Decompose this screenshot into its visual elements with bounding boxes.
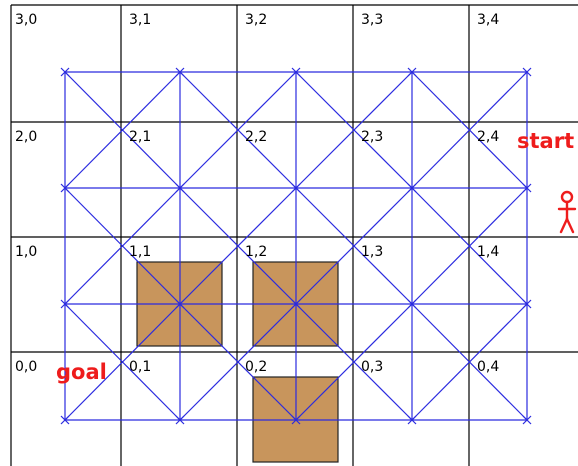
graph-node-3-1b [175, 415, 185, 425]
cell-label-2-2: 2,2 [245, 129, 267, 145]
graph-node-0-3b [407, 67, 417, 77]
graph-edge-d-2-0b [64, 303, 181, 421]
graph-node-2-4b [522, 299, 532, 309]
graph-edge-d-2-1b [179, 303, 297, 421]
graph-edge-d-1-0b [64, 187, 181, 305]
graph-nodes [60, 67, 532, 425]
graph-node-2-0b [60, 299, 70, 309]
cell-label-3-4: 3,4 [477, 12, 499, 28]
cell-label-0-1: 0,1 [129, 359, 151, 375]
graph-node-1-0b [60, 183, 70, 193]
cell-label-2-3: 2,3 [361, 129, 383, 145]
cell-label-2-1: 2,1 [129, 129, 151, 145]
graph-edge-d-2-2b [295, 303, 413, 421]
cell-label-0-4: 0,4 [477, 359, 499, 375]
grid-lines [10, 4, 578, 466]
graph-edge-d-1-2b [295, 187, 413, 305]
cell-label-1-2: 1,2 [245, 244, 267, 260]
graph-node-1-4b [522, 183, 532, 193]
cell-label-2-4: 2,4 [477, 129, 499, 145]
cell-label-1-0: 1,0 [15, 244, 37, 260]
goal-label: goal [56, 360, 107, 384]
cell-label-0-3: 0,3 [361, 359, 383, 375]
cell-label-3-2: 3,2 [245, 12, 267, 28]
graph-node-3-0b [60, 415, 70, 425]
graph-edge-d-0-2b [295, 71, 413, 189]
graph-node-3-4b [522, 415, 532, 425]
cell-label-3-0: 3,0 [15, 12, 37, 28]
graph-node-1-2b [291, 183, 301, 193]
cell-label-1-3: 1,3 [361, 244, 383, 260]
cell-labels: 3,0 3,1 3,2 3,3 3,4 2,0 2,1 2,2 2,3 2,4 … [15, 12, 499, 375]
graph-node-0-0b [60, 67, 70, 77]
graph-node-0-2b [291, 67, 301, 77]
graph-node-0-4b [522, 67, 532, 77]
cell-label-3-1: 3,1 [129, 12, 151, 28]
start-label: start [517, 129, 574, 153]
cell-label-1-1: 1,1 [129, 244, 151, 260]
graph-node-3-3b [407, 415, 417, 425]
graph-edge-d-1-3b [411, 187, 528, 305]
graph-edge-d-2-3b [411, 303, 528, 421]
graph-node-0-1b [175, 67, 185, 77]
graph-edge-d-0-0b [64, 71, 181, 189]
graph-node-2-1b [175, 299, 185, 309]
graph-node-2-3b [407, 299, 417, 309]
cell-label-2-0: 2,0 [15, 129, 37, 145]
graph-edge-d-1-1b [179, 187, 297, 305]
cell-label-0-2: 0,2 [245, 359, 267, 375]
graph-edge-d-0-3b [411, 71, 528, 189]
graph-node-1-1b [175, 183, 185, 193]
person-icon [557, 190, 577, 234]
cell-label-3-3: 3,3 [361, 12, 383, 28]
graph-node-1-3b [407, 183, 417, 193]
cell-label-0-0: 0,0 [15, 359, 37, 375]
graph-node-2-2b [291, 299, 301, 309]
cell-label-1-4: 1,4 [477, 244, 499, 260]
graph-edge-d-0-1b [179, 71, 297, 189]
graph-node-3-2b [291, 415, 301, 425]
